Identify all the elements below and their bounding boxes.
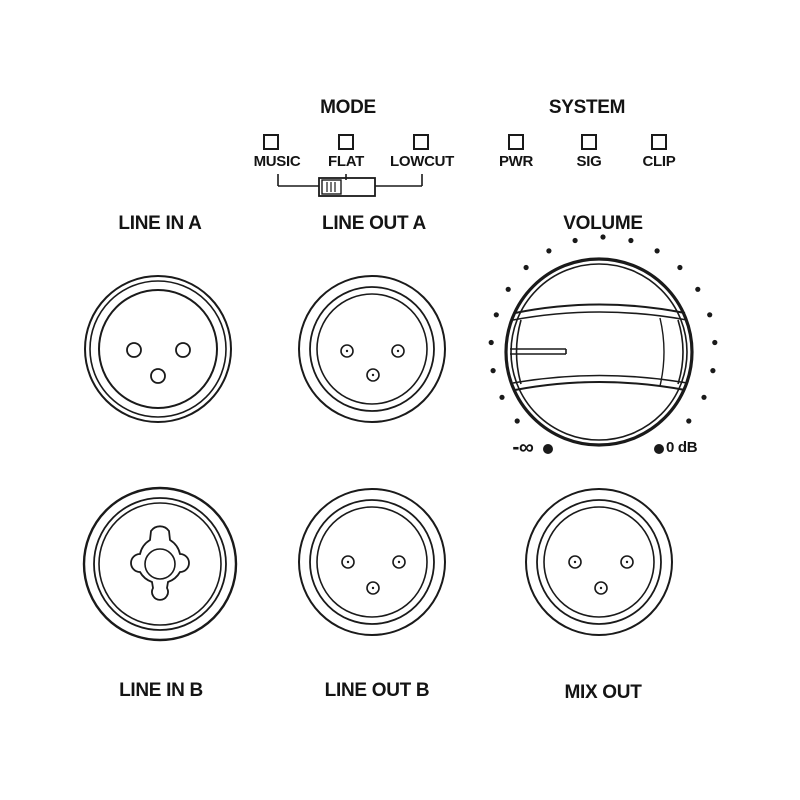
system-led-label-sig: SIG	[576, 153, 602, 170]
volume-max-marker-dot	[654, 444, 664, 454]
volume-scale-dot	[710, 368, 716, 374]
line-out-a-jack[interactable]	[298, 275, 446, 423]
volume-min-label: -∞	[512, 436, 534, 459]
volume-scale-dot	[505, 286, 511, 292]
volume-scale-dot	[600, 234, 606, 240]
line-out-b-jack[interactable]	[298, 488, 446, 636]
volume-scale-dots	[488, 234, 718, 424]
mode-slide-switch[interactable]	[318, 177, 376, 197]
volume-scale-dot	[546, 248, 552, 254]
system-led-sig	[581, 134, 597, 150]
volume-scale-dot	[628, 237, 634, 244]
volume-max-label: 0 dB	[666, 439, 698, 456]
volume-scale-dot	[686, 418, 692, 424]
system-led-label-clip: CLIP	[642, 153, 676, 170]
mode-selector-lines	[277, 174, 423, 187]
mode-option-lowcut: LOWCUT	[389, 153, 454, 170]
line-in-b-jack[interactable]	[82, 486, 238, 642]
mode-option-flat: FLAT	[327, 153, 364, 170]
volume-scale-dot	[707, 312, 713, 318]
volume-scale-dot	[488, 339, 494, 346]
line-in-b-label: LINE IN B	[119, 680, 203, 701]
volume-scale-dot	[654, 248, 660, 254]
system-led-clip	[651, 134, 667, 150]
mix-out-label: MIX OUT	[564, 682, 642, 703]
system-led-label-pwr: PWR	[498, 153, 534, 170]
line-out-a-label: LINE OUT A	[322, 213, 426, 234]
mode-option-music: MUSIC	[253, 153, 301, 170]
mode-title: MODE	[320, 97, 376, 118]
volume-scale-dot	[499, 394, 505, 400]
mix-out-jack[interactable]	[525, 488, 673, 636]
system-led-pwr	[508, 134, 524, 150]
volume-scale-dot	[695, 286, 701, 292]
volume-scale-dot	[572, 237, 578, 244]
volume-knob[interactable]	[504, 257, 694, 447]
volume-min-marker-dot	[543, 444, 553, 454]
mode-led-flat	[338, 134, 354, 150]
volume-scale-dot	[677, 264, 683, 271]
volume-scale-dot	[523, 264, 529, 271]
volume-scale-dot	[701, 394, 707, 400]
line-out-b-label: LINE OUT B	[324, 680, 430, 701]
volume-title: VOLUME	[563, 213, 643, 234]
volume-scale-dot	[490, 368, 496, 374]
line-in-a-label: LINE IN A	[118, 213, 202, 234]
volume-scale-dot	[712, 339, 718, 346]
mode-led-music	[263, 134, 279, 150]
volume-scale-dot	[514, 418, 520, 424]
line-in-a-jack[interactable]	[84, 275, 232, 423]
mode-led-lowcut	[413, 134, 429, 150]
system-title: SYSTEM	[548, 97, 626, 118]
volume-scale-dot	[493, 312, 499, 318]
